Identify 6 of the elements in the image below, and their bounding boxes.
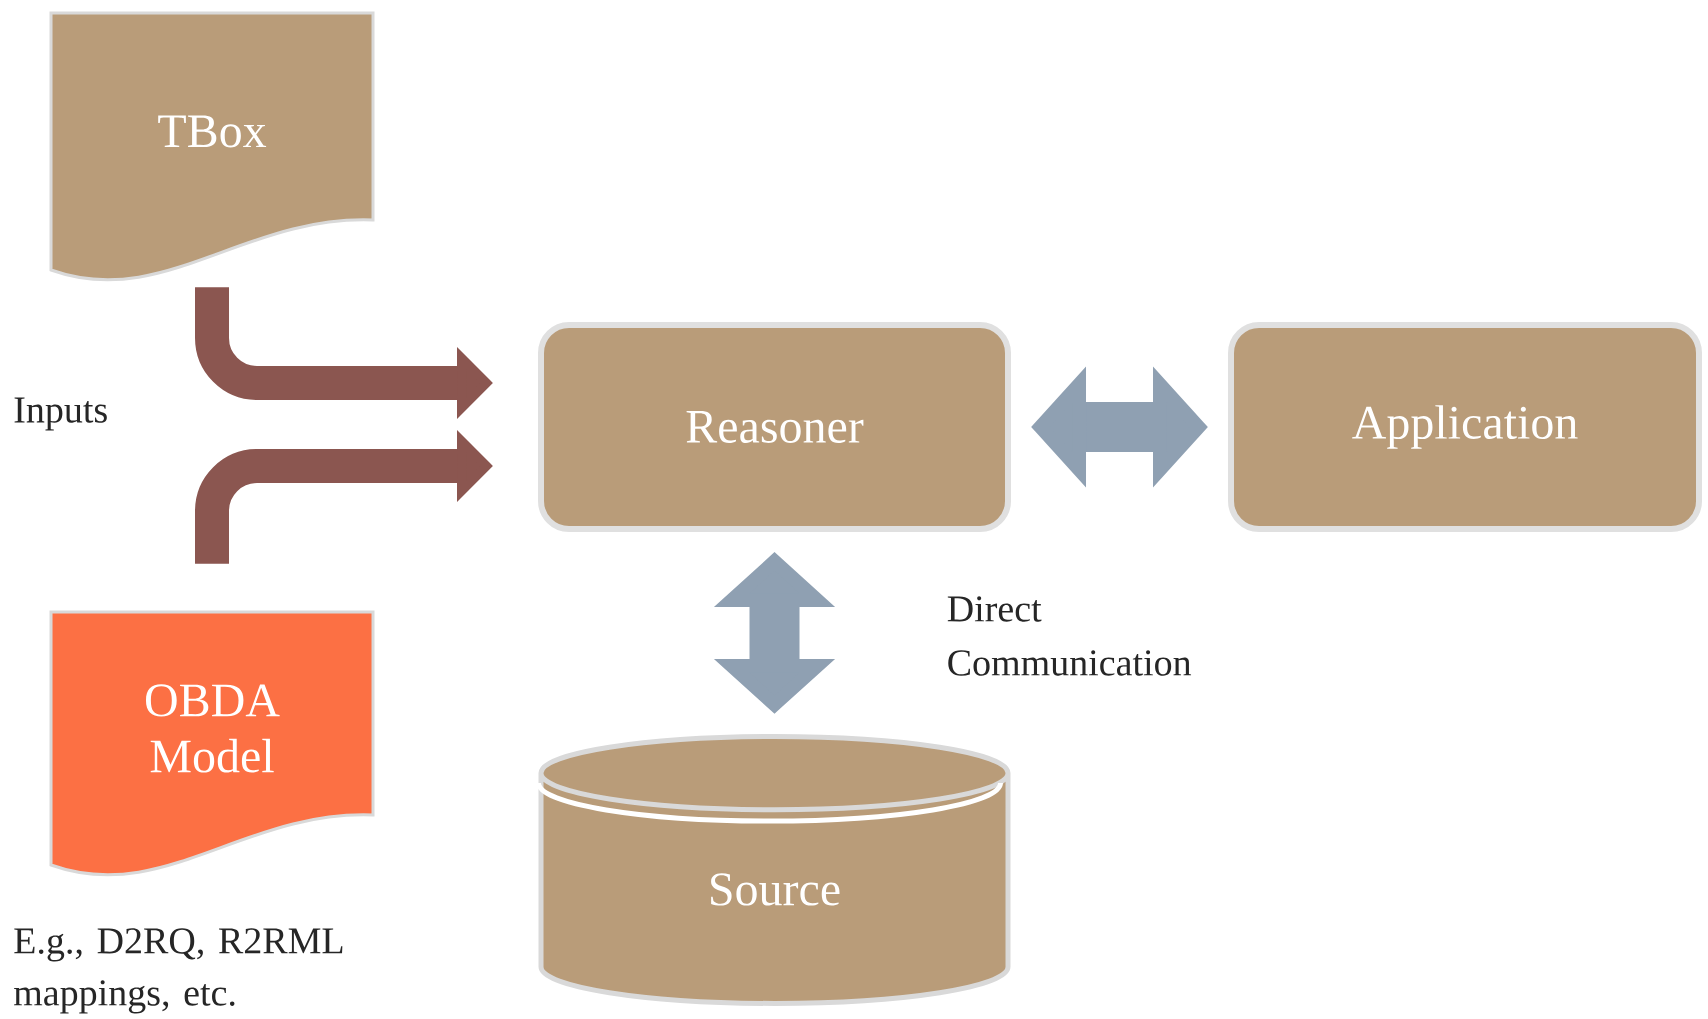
process-box: Application: [1228, 322, 1702, 532]
database-cylinder: Source: [536, 733, 1011, 1006]
process-box: Reasoner: [538, 322, 1011, 532]
label: Inputs: [14, 397, 107, 431]
node-label: E.g., D2RQ, R2RML mappings, etc.: [14, 928, 343, 1014]
edge-label: Direct Communication: [947, 596, 1192, 676]
